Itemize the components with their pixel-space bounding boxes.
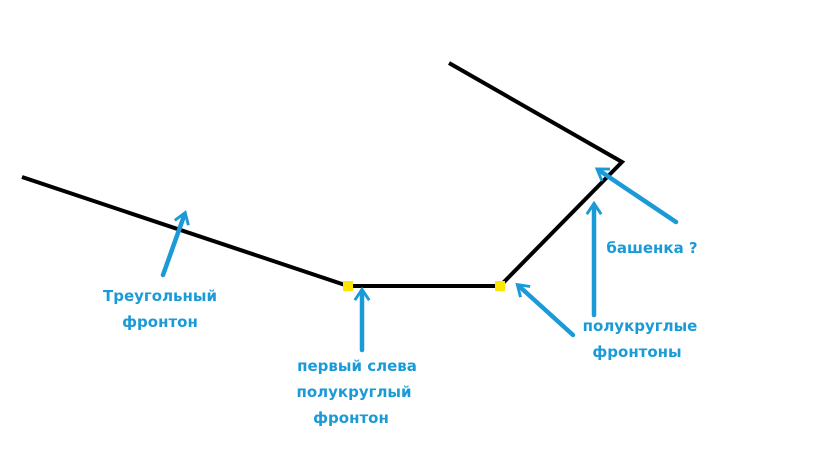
marker-right bbox=[495, 281, 505, 291]
label-first-left-2: полукруглый bbox=[296, 383, 411, 401]
label-semicircular-1: полукруглые bbox=[583, 317, 698, 335]
arrow-semicircular-1 bbox=[515, 282, 576, 338]
label-semicircular-2: фронтоны bbox=[592, 343, 681, 361]
label-triangular-1: Треугольный bbox=[103, 287, 217, 305]
label-triangular-2: фронтон bbox=[122, 313, 198, 331]
label-first-left-1: первый слева bbox=[297, 357, 417, 375]
marker-left bbox=[343, 281, 353, 291]
label-tower: башенка ? bbox=[606, 239, 697, 257]
facade-outline bbox=[21, 61, 626, 288]
arrow-tower bbox=[594, 167, 679, 225]
label-first-left-3: фронтон bbox=[313, 409, 389, 427]
arrow-triangular bbox=[160, 210, 190, 278]
